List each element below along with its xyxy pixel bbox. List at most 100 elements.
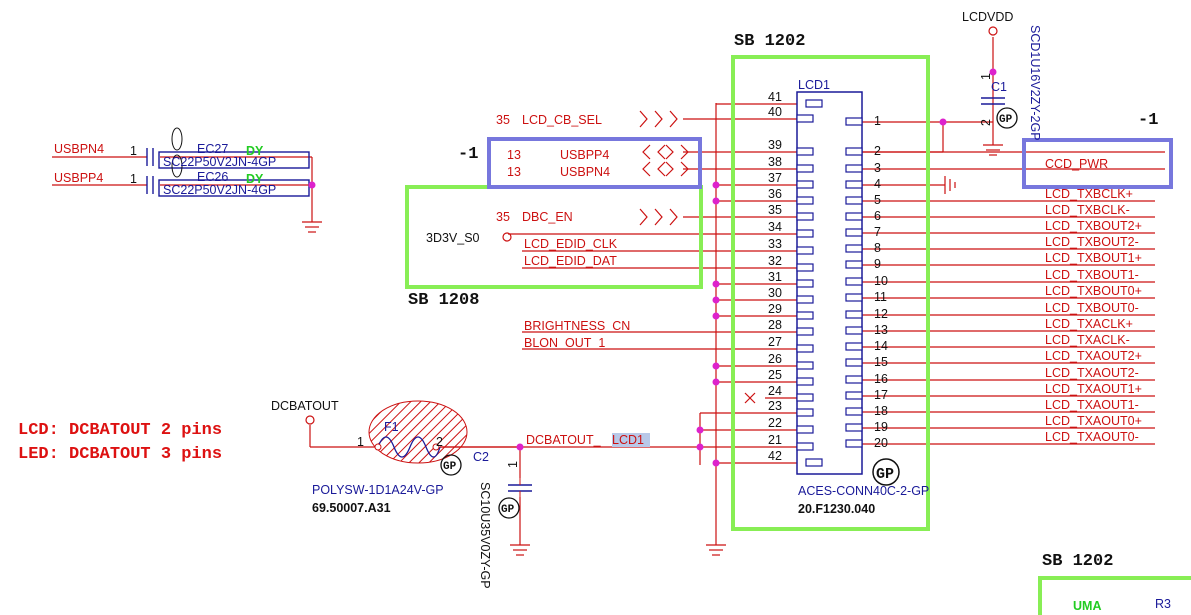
connector-right-pad xyxy=(845,407,863,416)
connector-left-pad xyxy=(805,99,823,108)
esd-gp-icons xyxy=(171,127,183,178)
connector-right-pad xyxy=(845,391,863,400)
connector-right-pin-number: 1 xyxy=(874,114,881,128)
connector-left-pin-number: 23 xyxy=(768,399,782,413)
connector-left-pin-number: 21 xyxy=(768,433,782,447)
connector-left-pin-number: 29 xyxy=(768,302,782,316)
esd-dy1: DY xyxy=(246,144,264,158)
connector-right-pin-number: 20 xyxy=(874,436,888,450)
connector-left-pin-number: 30 xyxy=(768,286,782,300)
connector-left-pin-number: 38 xyxy=(768,155,782,169)
ground-icon xyxy=(983,144,1003,156)
net-lvds-label: LCD_TXAOUT1+ xyxy=(1045,382,1142,396)
c1-pin2: 2 xyxy=(979,119,993,126)
connector-left-pin-number: 36 xyxy=(768,187,782,201)
connector-right-pad xyxy=(845,358,863,367)
c1-ref: C1 xyxy=(991,80,1007,94)
connector-left-pin-number: 39 xyxy=(768,138,782,152)
gp-badge-icon xyxy=(872,458,900,486)
connector-right-pin-number: 5 xyxy=(874,193,881,207)
rail-3v3: 3D3V_S0 xyxy=(426,231,480,245)
net-lvds-label: LCD_TXAOUT2- xyxy=(1045,366,1139,380)
connector-right-pad xyxy=(845,375,863,384)
fuse-ref: F1 xyxy=(384,420,399,434)
connector-right-pin-number: 10 xyxy=(874,274,888,288)
net-usbpn4: USBPN4 xyxy=(560,165,610,179)
net-edid-clk: LCD_EDID_CLK xyxy=(524,237,618,251)
fuse-pin1-icon xyxy=(374,443,382,451)
right-net-labels: LCD_TXBCLK+LCD_TXBCLK-LCD_TXBOUT2+LCD_TX… xyxy=(1045,187,1142,444)
sb1202-label: SB 1202 xyxy=(734,32,805,51)
chevron-icons xyxy=(639,110,689,226)
no-connect-icon xyxy=(744,392,756,404)
fuse-part: POLYSW-1D1A24V-GP xyxy=(312,483,444,497)
gp-badge-icon xyxy=(440,454,462,476)
connector-left-pad xyxy=(796,295,814,304)
connector-left-pad xyxy=(805,458,823,467)
c2-part: SC10U35V0ZY-GP xyxy=(478,482,492,589)
connector-left-pad xyxy=(796,180,814,189)
connector-right-pin-number: 7 xyxy=(874,225,881,239)
r3-ref: R3 xyxy=(1155,597,1171,611)
gp-badges: GP GP GP GP xyxy=(440,107,1018,519)
connector-right-pin-number: 6 xyxy=(874,209,881,223)
connector-right-pad xyxy=(845,117,863,126)
esd-net1: USBPN4 xyxy=(54,142,104,156)
connector-left-pin-number: 35 xyxy=(768,203,782,217)
net-brightness: BRIGHTNESS_CN xyxy=(524,319,630,333)
connector-right-pin-number: 18 xyxy=(874,404,888,418)
net-dbc-num: 35 xyxy=(496,210,510,224)
c1-capacitor-icon xyxy=(981,97,1005,105)
connector-left-pin-number: 37 xyxy=(768,171,782,185)
connector-left-pad xyxy=(796,344,814,353)
esd-pin2: 1 xyxy=(130,172,137,186)
connector-left-pad xyxy=(796,377,814,386)
connector-right-pin-number: 13 xyxy=(874,323,888,337)
connector-left-pin-number: 22 xyxy=(768,416,782,430)
esd-ref1: EC27 xyxy=(197,142,228,156)
connector-left-pad xyxy=(796,229,814,238)
connector-right-pad xyxy=(845,147,863,156)
fuse-gp: GP xyxy=(443,461,457,473)
connector-left-pad xyxy=(796,246,814,255)
esd-part2: SC22P50V2JN-4GP xyxy=(163,183,276,197)
net-lvds-label: LCD_TXBOUT2+ xyxy=(1045,219,1142,233)
fuse-pin2-icon xyxy=(432,443,440,451)
net-lvds-label: LCD_TXAOUT1- xyxy=(1045,398,1139,412)
connector-left-pin-number: 28 xyxy=(768,318,782,332)
c1-gp: GP xyxy=(999,114,1013,126)
net-usbpn4-num: 13 xyxy=(507,165,521,179)
connector-left-pin-number: 31 xyxy=(768,270,782,284)
green-boxes xyxy=(405,55,1191,615)
sb1202-bottom-label: SB 1202 xyxy=(1042,552,1113,571)
connector-left-pin-number: 33 xyxy=(768,237,782,251)
connector-right-pad xyxy=(845,293,863,302)
3v3-rail-icon xyxy=(502,232,512,242)
connector-right-pad xyxy=(845,260,863,269)
connector-right-pin-number: 8 xyxy=(874,241,881,255)
connector-right-pin-number: 19 xyxy=(874,420,888,434)
net-dcbatout-lcd-b: LCD1 xyxy=(612,433,644,447)
fuse-f1-icon xyxy=(368,400,468,464)
chassis-ground-icon xyxy=(944,176,956,194)
net-edid-dat: LCD_EDID_DAT xyxy=(524,254,617,268)
chevron-right-icon xyxy=(639,208,678,226)
bidirectional-chevron-icon xyxy=(642,161,689,177)
net-dcbatout-lcd-a: DCBATOUT_ xyxy=(526,433,602,447)
connector-right-pad xyxy=(845,342,863,351)
connector-left-pin-number: 40 xyxy=(768,105,782,119)
connector-right-pad xyxy=(845,277,863,286)
connector-ref: LCD1 xyxy=(798,78,830,92)
net-dbc: DBC_EN xyxy=(522,210,573,224)
note-led: LED: DCBATOUT 3 pins xyxy=(18,445,222,464)
c1-pin1: 1 xyxy=(979,73,993,80)
connector-part: ACES-CONN40C-2-GP xyxy=(798,484,929,498)
connector-right-pin-number: 3 xyxy=(874,161,881,175)
lcdvdd-rail-icon xyxy=(988,26,998,36)
revision-minus-left: -1 xyxy=(458,145,478,164)
connector-pin-stubs: 4140393837363534333231302928272625242322… xyxy=(768,90,888,467)
net-lvds-label: LCD_TXAOUT2+ xyxy=(1045,349,1142,363)
esd-dy2: DY xyxy=(246,172,264,186)
connector-right-pad xyxy=(845,212,863,221)
